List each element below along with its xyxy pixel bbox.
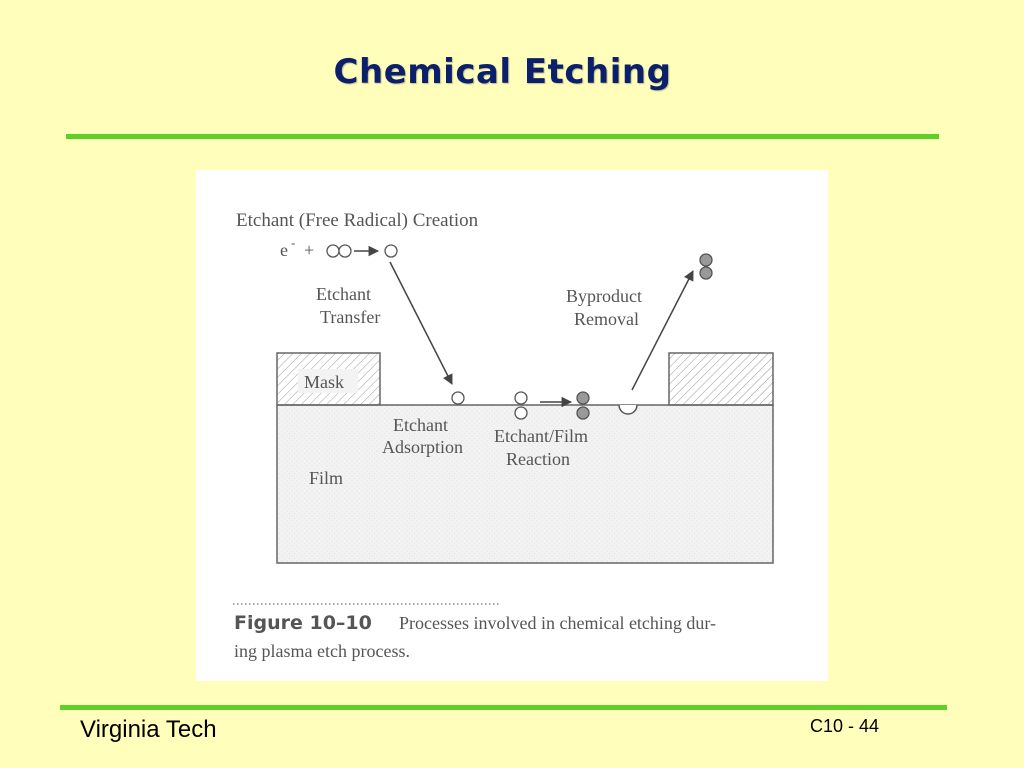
adsorption-label-2: Adsorption: [382, 437, 463, 457]
free-radical: [384, 244, 398, 258]
product-atom-top: [576, 391, 590, 405]
byproduct-atom-top: [699, 253, 713, 267]
etch-pit: [618, 404, 638, 415]
product-atom-bottom: [576, 406, 590, 420]
adsorbed-etchant: [451, 391, 465, 405]
reaction-label-1: Etchant/Film: [494, 426, 588, 446]
slide-title: Chemical Etching: [333, 52, 672, 92]
byproduct-label-2: Removal: [574, 309, 639, 329]
top-divider: [66, 134, 939, 139]
mask-right: [668, 352, 774, 406]
bottom-divider: [60, 705, 947, 710]
byproduct-atom-bottom: [699, 266, 713, 280]
figure-panel: Etchant (Free Radical) Creation e - + Et…: [196, 170, 828, 681]
footer-institution: Virginia Tech: [80, 716, 217, 743]
mask-label-bg: [298, 369, 358, 393]
radical-creation-heading: Etchant (Free Radical) Creation: [236, 210, 479, 231]
film-label: Film: [309, 468, 343, 488]
figure-number: Figure 10–10: [234, 612, 372, 634]
etchant-transfer-label-2: Transfer: [320, 307, 380, 327]
removal-arrow: [631, 270, 694, 391]
film-layer: [276, 404, 774, 564]
reaction-label-2: Reaction: [506, 449, 570, 469]
reactant-atom-bottom: [514, 406, 528, 420]
slide-number: C10 - 44: [810, 716, 880, 736]
transfer-arrow: [389, 261, 453, 385]
mask-label: Mask: [304, 372, 344, 392]
plus-sign: +: [304, 240, 314, 260]
molecule-atom-left: [326, 244, 340, 258]
byproduct-label-1: Byproduct: [566, 286, 642, 306]
etchant-transfer-label-1: Etchant: [316, 284, 371, 304]
caption-line-2: ing plasma etch process.: [234, 641, 410, 661]
etching-diagram: Etchant (Free Radical) Creation e - + Et…: [233, 210, 774, 661]
electron-symbol: e: [280, 240, 288, 260]
caption-line-1: Processes involved in chemical etching d…: [399, 613, 716, 633]
molecule-atom-right: [338, 244, 352, 258]
reactant-atom-top: [514, 391, 528, 405]
adsorption-label-1: Etchant: [393, 415, 448, 435]
electron-charge: -: [291, 235, 295, 250]
